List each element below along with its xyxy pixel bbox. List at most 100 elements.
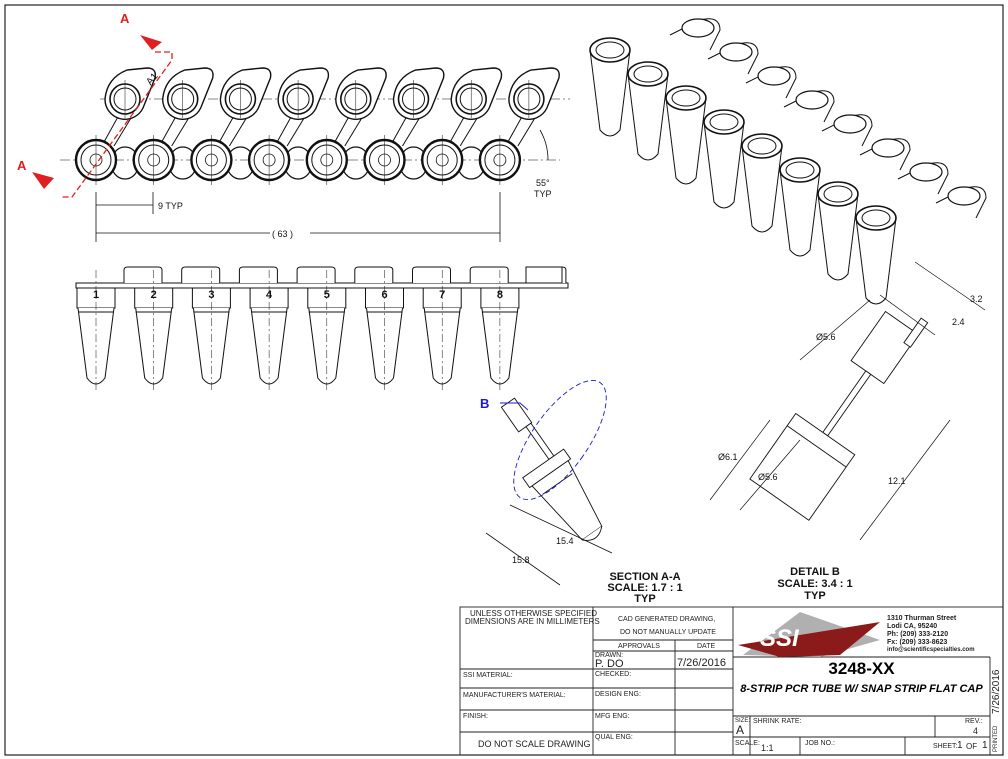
section-dim-1: 15.4: [556, 536, 574, 546]
ssi-logo: SSI: [738, 612, 880, 657]
section-typ: TYP: [634, 593, 655, 605]
dimensions-top-view: [95, 129, 549, 242]
hinge-edge: [218, 114, 235, 143]
finish-label: FINISH:: [463, 713, 488, 720]
scale-value: 1:1: [761, 743, 774, 753]
hinge-edge: [171, 117, 190, 147]
detail-b-view: [709, 261, 986, 541]
iso-tube-inner: [671, 89, 701, 107]
flat-cap: [412, 266, 451, 283]
section-title: SECTION A-A: [609, 571, 680, 583]
iso-tube-inner: [709, 113, 739, 131]
iso-tube-inner: [747, 137, 777, 155]
iso-tube-inner: [785, 161, 815, 179]
cap-tab: [277, 67, 330, 120]
cad-note-1: CAD GENERATED DRAWING,: [618, 616, 716, 623]
cap-tab: [450, 67, 503, 120]
email: info@scientificspecialties.com: [887, 647, 975, 653]
hinge-edge: [507, 114, 524, 143]
drawn-date: 7/26/2016: [677, 657, 726, 669]
tube-number: 3: [208, 289, 214, 301]
cap-hinge: [392, 114, 420, 147]
iso-tube: [627, 73, 669, 161]
iso-tube: [703, 121, 745, 209]
drawn-label: DRAWN:: [595, 652, 624, 659]
rev-label: REV.:: [965, 718, 983, 725]
cap-hinge: [449, 114, 478, 147]
section-label-top: A: [120, 11, 130, 26]
hinge-edge: [276, 114, 293, 143]
detail-typ: TYP: [804, 590, 825, 602]
hinge-edge: [392, 114, 408, 143]
iso-tube: [817, 193, 859, 281]
flat-cap: [123, 266, 163, 283]
phone: Ph: (209) 333-2120: [887, 631, 949, 638]
flat-cap: [354, 266, 394, 283]
tube-number: 8: [497, 289, 503, 301]
tube-number: 1: [93, 289, 99, 301]
mfg-eng-label: MFG ENG:: [595, 713, 630, 720]
cap-tab: [219, 67, 272, 120]
cad-note-2: DO NOT MANUALLY UPDATE: [620, 629, 716, 636]
qual-eng-label: QUAL ENG:: [595, 734, 633, 741]
top-view: [60, 67, 570, 185]
hinge-edge: [334, 114, 351, 143]
iso-tube: [855, 217, 897, 305]
iso-cap: [909, 162, 943, 182]
flat-cap: [469, 266, 509, 283]
angle-dimension: 55°: [536, 178, 550, 188]
logo-text: SSI: [760, 625, 800, 652]
iso-tube: [665, 97, 707, 185]
iso-cap: [681, 18, 715, 38]
size-value: A: [736, 723, 745, 737]
cap-hinge: [218, 114, 247, 147]
note-line-2: DIMENSIONS ARE IN MILLIMETERS: [465, 617, 600, 626]
iso-cap: [795, 90, 829, 110]
iso-cap: [947, 186, 981, 206]
section-line-a-a: A A: [17, 11, 173, 198]
cap-hinge: [276, 114, 305, 147]
iso-tube: [779, 169, 821, 257]
hinge-edge: [344, 117, 363, 147]
hinge-edge: [161, 114, 178, 143]
sheet-number: 1: [957, 740, 963, 751]
rev-value: 4: [973, 726, 979, 736]
flat-cap: [296, 266, 336, 283]
hinge-edge: [113, 117, 132, 147]
flat-cap: [181, 266, 221, 283]
hinge-edge: [459, 117, 478, 147]
iso-tube-inner: [595, 41, 625, 59]
detail-label: B: [480, 396, 489, 411]
iso-tube: [589, 49, 631, 137]
address-1: 1310 Thurman Street: [887, 615, 957, 622]
drawn-by: P. DO: [595, 658, 624, 670]
iso-tube-inner: [633, 65, 663, 83]
iso-cap: [871, 138, 905, 158]
shrink-rate-label: SHRINK RATE:: [753, 718, 802, 725]
sheet-label: SHEET:: [933, 743, 958, 750]
detail-dim-2: 2.4: [952, 317, 965, 327]
flat-cap: [238, 266, 278, 283]
cap-tab: [392, 67, 445, 120]
printed-label: PRINTED: [993, 725, 999, 752]
cap-hinge: [103, 114, 132, 147]
note-line-1: UNLESS OTHERWISE SPECIFIED: [470, 609, 597, 618]
title-block: [459, 606, 1004, 756]
tube-number: 6: [381, 289, 387, 301]
overall-dimension: ( 63 ): [272, 229, 293, 239]
address-2: Lodi CA, 95240: [887, 623, 938, 630]
design-eng-label: DESIGN ENG:: [595, 691, 641, 698]
detail-dim-1: 3.2: [970, 294, 983, 304]
section-dim-2: 15.8: [512, 555, 530, 565]
detail-dim-6: 12.1: [888, 476, 906, 486]
iso-cap: [719, 42, 753, 62]
checked-label: CHECKED:: [595, 671, 632, 678]
part-number: 3248-XX: [828, 659, 895, 678]
iso-cap: [833, 114, 867, 134]
section-a-a-view: [485, 380, 613, 586]
flat-cap: [525, 266, 563, 284]
detail-title: DETAIL B: [790, 566, 840, 578]
hinge-edge: [449, 114, 466, 143]
date-header: DATE: [697, 643, 716, 650]
